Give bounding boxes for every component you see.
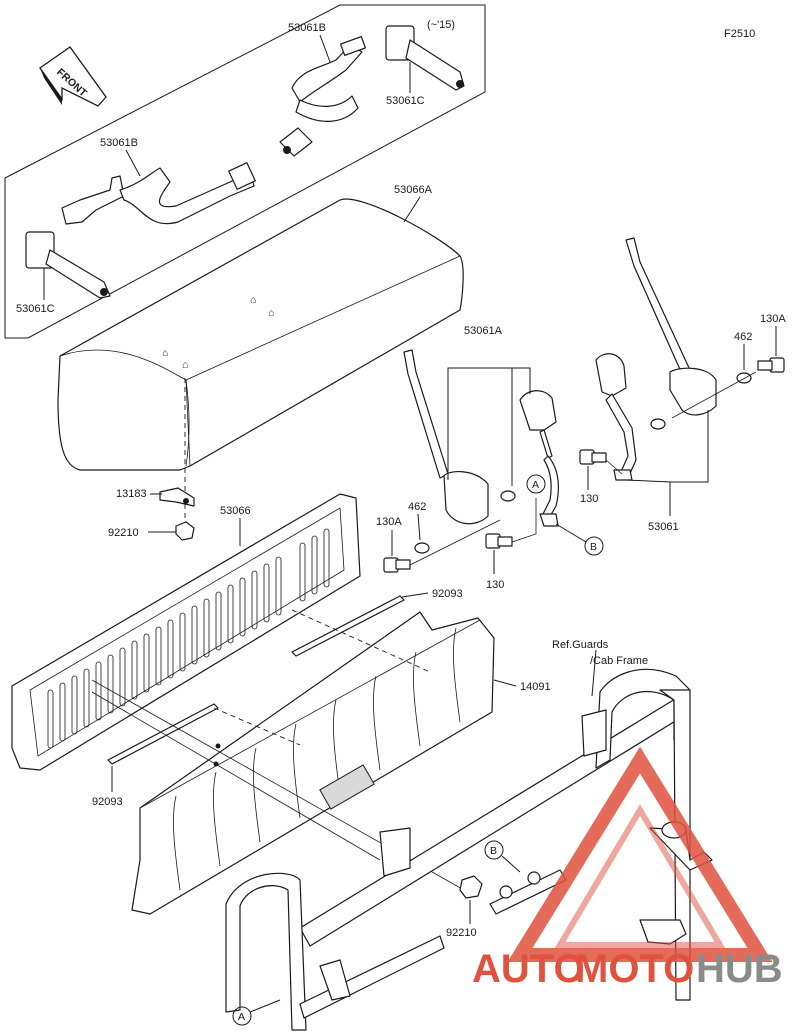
watermark-text: AUTO MOTO HUB [472,947,783,991]
seat-belt-53061 [595,237,717,481]
callout-462-right: 462 [734,331,752,343]
seat-belt-c-left [25,231,111,299]
svg-text:⌂: ⌂ [268,307,274,319]
figure-code: F2510 [724,28,755,40]
bolt-130-right [579,449,607,465]
callout-14091: 14091 [520,681,551,693]
callout-92093-lower: 92093 [92,796,123,808]
watermark-hub: HUB [696,947,783,991]
ref-a-circle-1 [526,474,546,494]
callout-92210-lower: 92210 [446,927,477,939]
front-arrow-icon: FRONT [39,46,107,107]
callout-130a-right: 130A [760,313,786,325]
callout-53061a: 53061A [464,325,503,337]
callout-13183: 13183 [116,488,147,500]
seat-belt-a [403,349,559,527]
nut-92210-lower [459,875,483,899]
watermark-logo [507,746,773,962]
bracket-b [489,869,567,915]
callout-53061c-top: 53061C [386,95,425,107]
ref-b-label-1: B [590,541,597,553]
ref-a-label-1: A [532,479,539,491]
seat-belt-c-top [385,25,465,91]
callout-130a-mid: 130A [376,516,402,528]
callout-92093-upper: 92093 [432,588,463,600]
strip-92093-upper [291,595,405,657]
callout-92210-upper: 92210 [108,527,139,539]
callout-53061b-left: 53061B [100,137,138,149]
bolt-130a-right [757,357,785,373]
panel-14091 [131,611,495,915]
seat-cushion: ⌂ ⌂ ⌂ ⌂ [57,198,464,471]
inset-box [4,4,486,339]
nut-92210-upper [175,521,195,541]
washer-462-mid [414,542,430,554]
date-note: (~'15) [427,19,455,31]
ref-b-label-2: B [490,845,497,857]
cab-frame-label: /Cab Frame [590,655,648,667]
svg-text:⌂: ⌂ [162,347,168,359]
ref-guards-label: Ref.Guards [552,639,609,651]
callout-53061: 53061 [648,521,679,533]
callout-462-mid: 462 [408,501,426,513]
strip-92093-lower [107,703,219,765]
seat-belt-b-top [279,35,366,157]
bolt-130a-mid [383,557,411,573]
cab-frame [225,668,713,1031]
watermark-auto: AUTO [472,947,585,991]
svg-text:⌂: ⌂ [250,294,256,306]
ref-a-label-2: A [238,1011,245,1023]
callout-53066a: 53066A [394,184,433,196]
callout-130-right: 130 [580,493,598,505]
callout-130-mid: 130 [486,579,504,591]
callout-53061b-top: 53061B [288,22,326,34]
watermark-moto: MOTO [575,947,694,991]
seat-back [11,493,361,771]
ref-b-circle-2 [484,840,504,860]
svg-text:⌂: ⌂ [182,359,188,371]
ref-b-circle-1 [584,536,604,556]
callout-53061c-left: 53061C [16,303,55,315]
callout-53066: 53066 [220,505,251,517]
bolt-130-mid [485,533,513,549]
ref-a-circle-2 [232,1006,252,1026]
clip-13183 [159,487,195,507]
seat-belt-b-left [61,162,256,225]
